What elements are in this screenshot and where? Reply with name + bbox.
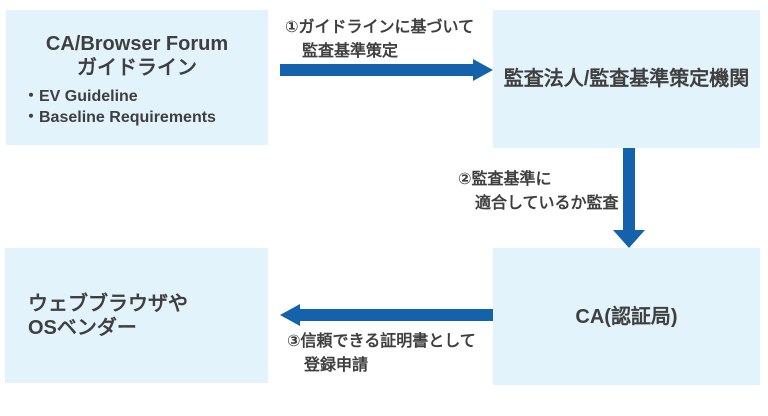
arrow-step2-down-head-icon (613, 230, 645, 248)
node-cab-forum-title-line1: CA/Browser Forum (45, 32, 229, 55)
arrow-step2-label: ②監査基準に 適合しているか監査 (458, 168, 619, 216)
arrow-step1-right-body (280, 64, 473, 76)
arrow-step1-label: ①ガイドラインに基づいて 監査基準策定 (285, 16, 474, 64)
node-browser-os-vendor-label: ウェブブラウザや OSベンダー (28, 292, 268, 340)
node-certification-authority: CA(認証局) (493, 248, 760, 385)
guideline-bullet-baseline: ・Baseline Requirements (23, 108, 216, 126)
node-audit-organization: 監査法人/監査基準策定機関 (493, 10, 760, 148)
arrow-step1-label-line2: 監査基準策定 (302, 43, 399, 60)
node-audit-organization-label: 監査法人/監査基準策定機関 (503, 68, 750, 90)
arrow-step2-label-line1: ②監査基準に (458, 171, 552, 188)
arrow-step3-left-head-icon (280, 304, 300, 326)
node-cab-forum-title: CA/Browser Forum ガイドライン (6, 32, 268, 80)
arrow-step3-label-line2: 登録申請 (304, 357, 369, 374)
arrow-step2-label-line2: 適合しているか監査 (475, 195, 619, 212)
arrow-step3-label-line1: ③信頼できる証明書として (287, 333, 476, 350)
node-cab-forum-title-line2: ガイドライン (77, 56, 197, 79)
arrow-step3-label: ③信頼できる証明書として 登録申請 (287, 330, 476, 378)
node-certification-authority-label: CA(認証局) (575, 305, 678, 328)
arrow-step3-left-body (300, 309, 493, 321)
node-browser-label-line1: ウェブブラウザや (28, 292, 188, 315)
node-browser-os-vendor: ウェブブラウザや OSベンダー (5, 248, 268, 383)
node-browser-label-line2: OSベンダー (28, 316, 137, 339)
arrow-step1-right-head-icon (473, 59, 493, 81)
guideline-bullet-list: ・EV Guideline ・Baseline Requirements (6, 86, 268, 128)
guideline-bullet-ev: ・EV Guideline (23, 87, 138, 105)
arrow-step2-down-body (623, 148, 635, 230)
arrow-step1-label-line1: ①ガイドラインに基づいて (285, 19, 475, 36)
node-cab-forum-guideline: CA/Browser Forum ガイドライン ・EV Guideline ・B… (6, 10, 268, 145)
